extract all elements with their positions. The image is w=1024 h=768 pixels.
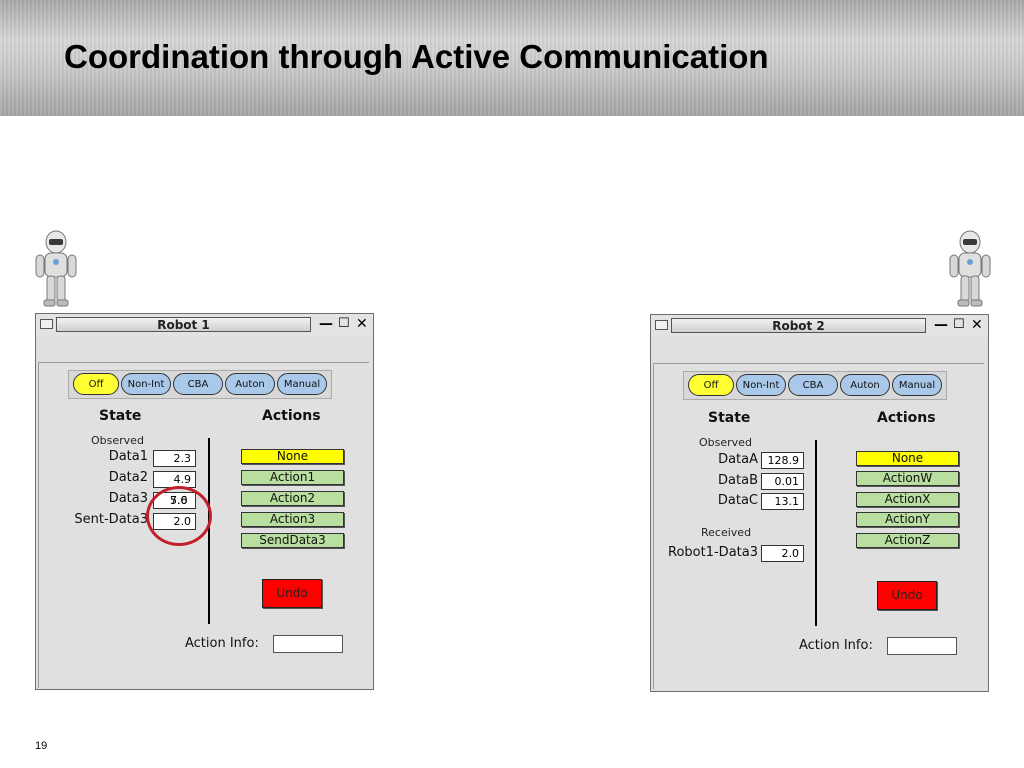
robot1-panel: [38, 362, 369, 688]
data3-label: Data3: [108, 491, 148, 506]
action3-button[interactable]: Action3: [241, 512, 344, 527]
slide-title: Coordination through Active Communicatio…: [64, 38, 769, 75]
window-menu-icon[interactable]: [655, 320, 668, 330]
sent-data3-label: Sent-Data3: [74, 512, 148, 527]
undo-button[interactable]: Undo: [262, 579, 322, 608]
actions-heading: Actions: [877, 410, 936, 426]
maximize-icon[interactable]: ☐: [953, 317, 965, 332]
close-icon[interactable]: ✕: [356, 316, 368, 332]
data2-value: 4.9: [153, 471, 196, 488]
datac-value: 13.1: [761, 493, 804, 510]
mode-non-int-button[interactable]: Non-Int: [121, 373, 171, 395]
mode-off-button[interactable]: Off: [688, 374, 734, 396]
action1-button[interactable]: Action1: [241, 470, 344, 485]
maximize-icon[interactable]: ☐: [338, 316, 350, 331]
datab-value: 0.01: [761, 473, 804, 490]
highlight-circle: [146, 486, 212, 546]
mode-manual-button[interactable]: Manual: [277, 373, 327, 395]
slide-header: [0, 0, 1024, 116]
observed-label: Observed: [699, 436, 752, 449]
datac-label: DataC: [717, 493, 758, 508]
minimize-icon[interactable]: —: [319, 316, 333, 332]
mode-auton-button[interactable]: Auton: [225, 373, 275, 395]
robot1-mode-bar: Off Non-Int CBA Auton Manual: [68, 370, 332, 399]
column-divider: [815, 440, 817, 626]
datab-label: DataB: [718, 473, 758, 488]
dataa-value: 128.9: [761, 452, 804, 469]
actionw-button[interactable]: ActionW: [856, 471, 959, 486]
received-label: Received: [701, 526, 752, 539]
send-data3-button[interactable]: SendData3: [241, 533, 344, 548]
state-heading: State: [99, 408, 142, 424]
dataa-label: DataA: [718, 452, 758, 467]
action-info-label: Action Info:: [799, 638, 873, 653]
robot1-titlebar[interactable]: Robot 1 — ☐ ✕: [36, 314, 373, 336]
robot2-figure-icon: [946, 228, 994, 308]
action2-button[interactable]: Action2: [241, 491, 344, 506]
action-none-button[interactable]: None: [856, 451, 959, 466]
data1-label: Data1: [108, 449, 148, 464]
robot1-window-title: Robot 1: [56, 317, 311, 332]
actionx-button[interactable]: ActionX: [856, 492, 959, 507]
robot2-window: Robot 2 — ☐ ✕ Off Non-Int CBA Auton Manu…: [650, 314, 989, 692]
action-none-button[interactable]: None: [241, 449, 344, 464]
robot2-mode-bar: Off Non-Int CBA Auton Manual: [683, 371, 947, 400]
mode-cba-button[interactable]: CBA: [173, 373, 223, 395]
close-icon[interactable]: ✕: [971, 317, 983, 333]
action-info-field[interactable]: [887, 637, 957, 655]
action-info-field[interactable]: [273, 635, 343, 653]
mode-auton-button[interactable]: Auton: [840, 374, 890, 396]
actionz-button[interactable]: ActionZ: [856, 533, 959, 548]
mode-off-button[interactable]: Off: [73, 373, 119, 395]
robot2-panel: [653, 363, 984, 689]
robot1-figure-icon: [32, 228, 80, 308]
robot2-window-title: Robot 2: [671, 318, 926, 333]
undo-button[interactable]: Undo: [877, 581, 937, 610]
robot2-titlebar[interactable]: Robot 2 — ☐ ✕: [651, 315, 988, 337]
actiony-button[interactable]: ActionY: [856, 512, 959, 527]
column-divider: [208, 438, 210, 624]
window-menu-icon[interactable]: [40, 319, 53, 329]
mode-non-int-button[interactable]: Non-Int: [736, 374, 786, 396]
mode-cba-button[interactable]: CBA: [788, 374, 838, 396]
state-heading: State: [708, 410, 751, 426]
observed-label: Observed: [91, 434, 144, 447]
data1-value: 2.3: [153, 450, 196, 467]
data2-label: Data2: [108, 470, 148, 485]
robot1-data3-label: Robot1-Data3: [668, 545, 758, 560]
mode-manual-button[interactable]: Manual: [892, 374, 942, 396]
robot1-data3-value: 2.0: [761, 545, 804, 562]
actions-heading: Actions: [262, 408, 321, 424]
page-number: 19: [35, 740, 48, 752]
action-info-label: Action Info:: [185, 636, 259, 651]
minimize-icon[interactable]: —: [934, 317, 948, 333]
